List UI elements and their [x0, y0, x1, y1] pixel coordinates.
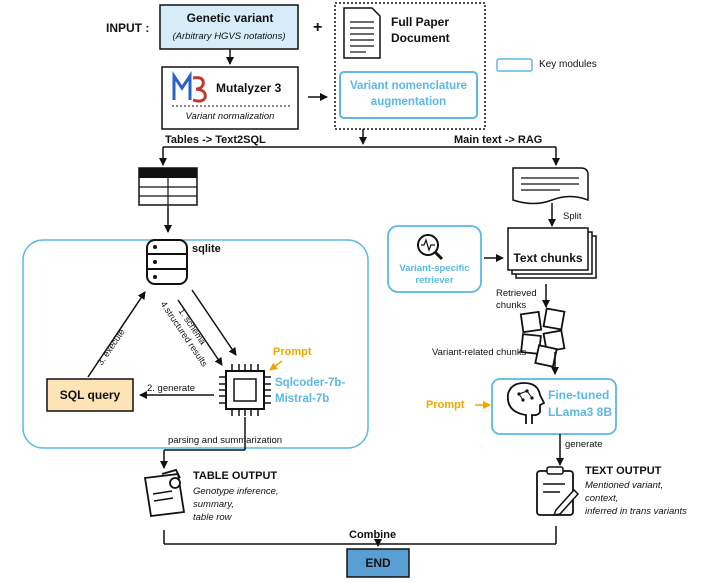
paper-title-line2: Document	[391, 31, 450, 45]
branch-left-label: Tables -> Text2SQL	[165, 134, 266, 146]
branch-right-label: Main text -> RAG	[454, 134, 543, 146]
arrow-execute	[87, 291, 146, 378]
augmentation-box	[339, 71, 478, 119]
paper-container	[334, 2, 486, 130]
sql-model-line1: Sqlcoder-7b-	[275, 377, 346, 389]
retriever-line1: Variant-specific	[399, 263, 470, 274]
paper-title-line1: Full Paper	[391, 15, 450, 29]
text-output-line2: context,	[585, 493, 619, 504]
table-icon	[138, 167, 198, 206]
mutalyzer-title: Mutalyzer 3	[216, 81, 282, 95]
text-chunks-label: Text chunks	[513, 251, 583, 265]
augment-line1: Variant nomenclature	[350, 80, 467, 92]
sqlite-label: sqlite	[192, 243, 221, 255]
llm-line2: LLama3 8B	[548, 405, 613, 419]
table-output-line2: summary,	[193, 499, 234, 510]
table-output-line3: table row	[193, 512, 232, 523]
arrow-structured-results	[177, 299, 223, 366]
clipboard-icon	[536, 466, 580, 516]
genetic-variant-box	[159, 4, 299, 50]
magnifier-icon	[417, 234, 444, 261]
retrieved-line1: Retrieved	[496, 288, 537, 299]
generate-text-label: generate	[565, 439, 603, 450]
text-output-line3: inferred in trans variants	[585, 506, 687, 517]
input-label: INPUT :	[106, 21, 150, 35]
table-output-line1: Genotype inference,	[193, 486, 279, 497]
database-icon	[146, 239, 188, 285]
table-output-icon	[143, 468, 186, 517]
retrieved-line2: chunks	[496, 300, 527, 311]
retriever-box	[387, 225, 482, 293]
sql-pipeline-container	[22, 239, 369, 449]
generate-sql-label: 2. generate	[147, 383, 196, 394]
chip-icon	[219, 364, 271, 416]
text-output-line1: Mentioned variant,	[585, 480, 664, 491]
main-text-icon	[512, 167, 589, 205]
mutalyzer-subtitle: Variant normalization	[185, 111, 275, 122]
mutalyzer-box	[161, 66, 299, 130]
parsing-label: parsing and summarization	[168, 435, 283, 446]
combine-label: Combine	[349, 529, 397, 541]
sql-query-box	[46, 378, 134, 412]
split-label: Split	[563, 211, 582, 222]
key-modules-legend-swatch	[496, 58, 533, 72]
variant-subtitle: (Arbitrary HGVS notations)	[172, 31, 286, 42]
end-label: END	[365, 556, 391, 570]
document-icon	[343, 7, 381, 59]
retriever-line2: retriever	[415, 275, 454, 286]
variant-chunks-label: Variant-related chunks	[432, 347, 527, 358]
text-output-title: TEXT OUTPUT	[585, 465, 662, 477]
arrow-sql-prompt	[269, 360, 283, 371]
sql-model-line2: Mistral-7b	[275, 393, 330, 405]
text-chunks-stack-icon	[507, 227, 597, 279]
augment-line2: augmentation	[370, 96, 447, 108]
key-modules-label: Key modules	[539, 59, 597, 70]
llm-prompt-label: Prompt	[426, 399, 465, 411]
sql-query-label: SQL query	[59, 388, 121, 402]
mutalyzer-logo-icon	[172, 71, 207, 103]
ai-head-icon	[506, 382, 546, 424]
retrieved-chunks-icon	[519, 307, 566, 368]
llm-line1: Fine-tuned	[548, 388, 610, 402]
arrow-schema	[191, 289, 237, 356]
end-box	[346, 548, 410, 578]
variant-title: Genetic variant	[186, 11, 274, 25]
sql-prompt-label: Prompt	[273, 346, 312, 358]
plus-sign: +	[313, 19, 323, 36]
table-output-title: TABLE OUTPUT	[193, 470, 278, 482]
